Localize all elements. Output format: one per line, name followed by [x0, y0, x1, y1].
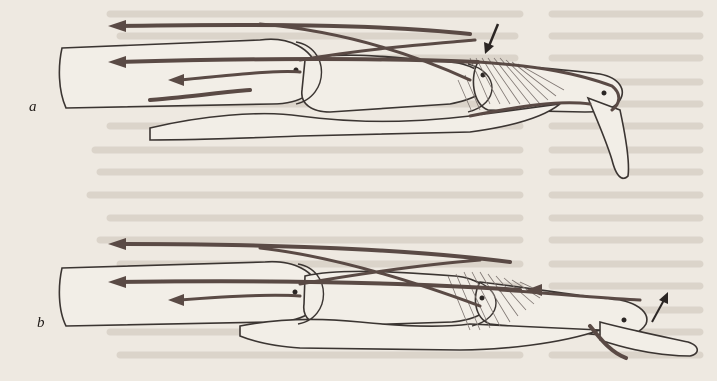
panel-a-drawing [59, 20, 628, 178]
panel-b-label: b [37, 315, 45, 332]
panel-a-arrow-top [108, 20, 126, 32]
panel-b-joint-dot-3 [622, 318, 627, 323]
panel-a-joint-dot-3 [602, 91, 607, 96]
panel-b-joint-dot-1 [293, 290, 298, 295]
panel-a-label: a [29, 99, 37, 116]
panel-b-joint-dot-2 [480, 296, 485, 301]
panel-b-drawing [59, 238, 697, 358]
